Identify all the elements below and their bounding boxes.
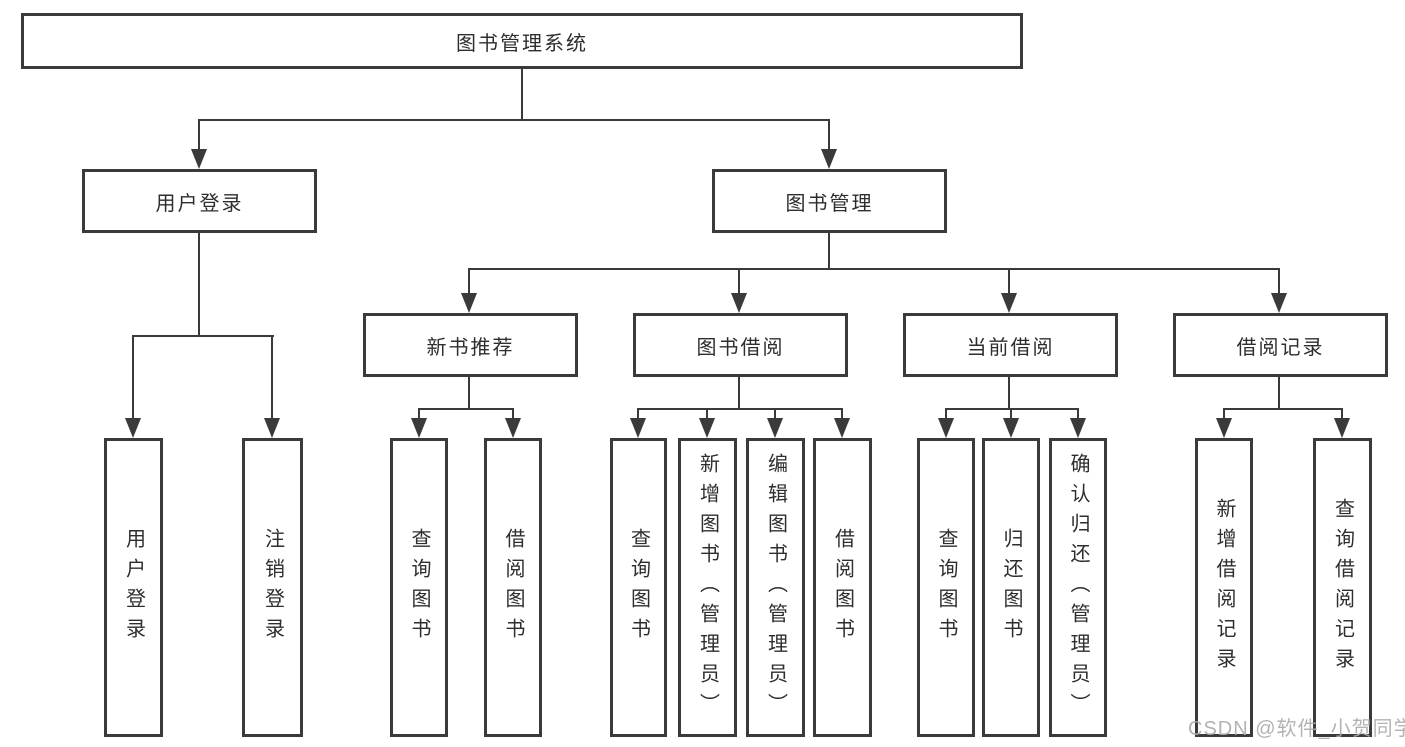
arrow-down-icon — [1271, 293, 1287, 313]
leaf-query-books-2: 查询图书 — [610, 438, 667, 737]
arrow-down-icon — [938, 418, 954, 438]
connector-h — [198, 119, 830, 121]
node-book-borrowing: 图书借阅 — [633, 313, 848, 377]
node-book-management: 图书管理 — [712, 169, 947, 233]
connector-h — [1223, 408, 1343, 410]
connector-v — [738, 377, 740, 410]
connector-v — [1077, 408, 1079, 421]
arrow-down-icon — [1070, 418, 1086, 438]
connector-v — [828, 119, 830, 152]
connector-v — [1223, 408, 1225, 421]
node-current-borrowing: 当前借阅 — [903, 313, 1118, 377]
arrow-down-icon — [834, 418, 850, 438]
connector-h — [468, 268, 1280, 270]
leaf-query-books-1: 查询图书 — [390, 438, 448, 737]
connector-v — [418, 408, 420, 421]
connector-v — [637, 408, 639, 421]
leaf-add-borrow-record: 新增借阅记录 — [1195, 438, 1253, 737]
leaf-query-books-3: 查询图书 — [917, 438, 975, 737]
connector-v — [1278, 268, 1280, 296]
connector-h — [945, 408, 1079, 410]
connector-v — [1278, 377, 1280, 410]
node-new-book-recommend: 新书推荐 — [363, 313, 578, 377]
connector-v — [1008, 268, 1010, 296]
arrow-down-icon — [821, 149, 837, 169]
connector-h — [418, 408, 514, 410]
leaf-query-borrow-record: 查询借阅记录 — [1313, 438, 1372, 737]
connector-v — [828, 233, 830, 270]
arrow-down-icon — [191, 149, 207, 169]
leaf-borrow-books-2: 借阅图书 — [813, 438, 872, 737]
csdn-watermark: CSDN @软件_小贺同学 — [1188, 718, 1405, 740]
connector-v — [841, 408, 843, 421]
arrow-down-icon — [731, 293, 747, 313]
connector-v — [521, 69, 523, 121]
arrow-down-icon — [699, 418, 715, 438]
arrow-down-icon — [505, 418, 521, 438]
connector-v — [774, 408, 776, 421]
connector-v — [1010, 408, 1012, 421]
leaf-borrow-books-1: 借阅图书 — [484, 438, 542, 737]
arrow-down-icon — [1216, 418, 1232, 438]
leaf-user-login: 用户登录 — [104, 438, 163, 737]
connector-v — [945, 408, 947, 421]
node-user-login: 用户登录 — [82, 169, 317, 233]
connector-v — [271, 335, 273, 421]
connector-v — [1008, 377, 1010, 410]
leaf-return-books: 归还图书 — [982, 438, 1040, 737]
node-library-system: 图书管理系统 — [21, 13, 1023, 69]
arrow-down-icon — [461, 293, 477, 313]
connector-v — [738, 268, 740, 296]
arrow-down-icon — [1334, 418, 1350, 438]
connector-v — [468, 268, 470, 296]
arrow-down-icon — [630, 418, 646, 438]
arrow-down-icon — [1001, 293, 1017, 313]
leaf-add-book-admin: 新增图书（管理员） — [678, 438, 737, 737]
leaf-edit-book-admin: 编辑图书（管理员） — [746, 438, 805, 737]
arrow-down-icon — [125, 418, 141, 438]
connector-v — [706, 408, 708, 421]
arrow-down-icon — [411, 418, 427, 438]
arrow-down-icon — [1003, 418, 1019, 438]
arrow-down-icon — [767, 418, 783, 438]
connector-v — [1341, 408, 1343, 421]
leaf-confirm-return-admin: 确认归还（管理员） — [1049, 438, 1107, 737]
connector-v — [198, 233, 200, 337]
node-borrow-records: 借阅记录 — [1173, 313, 1388, 377]
leaf-logout-login: 注销登录 — [242, 438, 303, 737]
connector-v — [198, 119, 200, 152]
connector-v — [132, 335, 134, 421]
connector-v — [512, 408, 514, 421]
connector-h — [637, 408, 843, 410]
arrow-down-icon — [264, 418, 280, 438]
connector-v — [468, 377, 470, 410]
connector-h — [132, 335, 274, 337]
